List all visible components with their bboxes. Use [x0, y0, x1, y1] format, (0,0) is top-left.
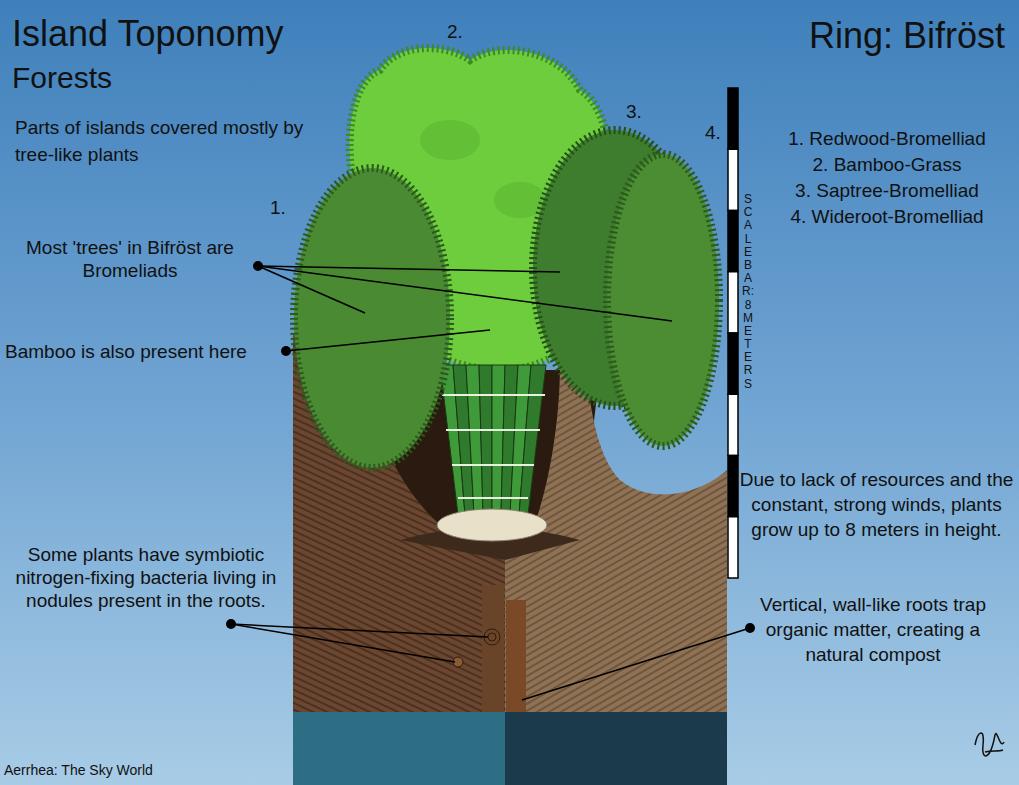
- annotation: Bamboo is also present here: [5, 340, 247, 363]
- species-list-item: 2. Bamboo-Grass: [767, 153, 1007, 176]
- bamboo-stalks: [440, 365, 546, 515]
- annotation: Some plants have symbiotic nitrogen-fixi…: [15, 543, 277, 612]
- callout-number: 4.: [705, 121, 721, 144]
- footer-credit: Aerrhea: The Sky World: [4, 762, 153, 779]
- description: Parts of islands covered mostly by tree-…: [15, 114, 315, 168]
- callout-number: 1.: [270, 196, 286, 219]
- water-band: [505, 712, 727, 785]
- title: Island Toponomy: [12, 12, 284, 55]
- leader-dots: [226, 261, 755, 633]
- wideroot-bromeliad: [607, 154, 719, 446]
- annotation: Vertical, wall-like roots trap organic m…: [742, 592, 1004, 667]
- annotation: Most 'trees' in Bifröst are Bromeliads: [23, 236, 238, 282]
- species-list-item: 1. Redwood-Bromelliad: [767, 127, 1007, 150]
- scale-label: SCALE BAR: 8 METERS: [742, 193, 754, 391]
- nodule: [488, 633, 496, 641]
- species-list-item: 3. Saptree-Bromelliad: [767, 179, 1007, 202]
- crown-shade: [420, 120, 480, 160]
- bamboo-roots: [437, 509, 547, 541]
- water-band: [293, 712, 505, 785]
- leader-lines: [231, 266, 750, 700]
- scale-bar: [728, 88, 738, 578]
- root-channel: [482, 585, 504, 712]
- callout-number: 3.: [626, 100, 642, 123]
- bamboo-nodes: [442, 395, 545, 498]
- ring-name: Ring: Bifröst: [809, 14, 1005, 57]
- annotation: Due to lack of resources and the constan…: [739, 467, 1014, 542]
- species-list-item: 4. Wideroot-Bromelliad: [767, 205, 1007, 228]
- redwood-bromeliad: [294, 168, 450, 468]
- callout-number: 2.: [447, 20, 463, 43]
- subtitle: Forests: [12, 60, 112, 96]
- compost-layer: [506, 600, 526, 712]
- signature: [975, 733, 1004, 756]
